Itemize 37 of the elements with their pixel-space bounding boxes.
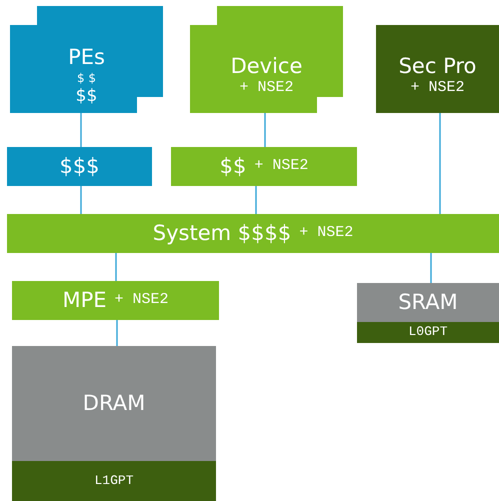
connector-line — [80, 113, 82, 147]
connector-line — [430, 253, 432, 283]
block-label: $$ — [220, 153, 246, 180]
block-label: PEs — [68, 44, 105, 70]
device-block — [190, 6, 343, 113]
connector-line — [115, 253, 117, 281]
dram-block — [12, 346, 216, 501]
table-band — [12, 461, 216, 501]
connector-line — [439, 113, 441, 214]
security-block — [376, 25, 499, 113]
connector-line — [255, 186, 257, 214]
block-label: System $$$$ — [152, 220, 292, 247]
block-label: Device — [230, 53, 302, 80]
connector-line — [116, 320, 118, 346]
block-sublabel: + NSE2 — [410, 78, 464, 98]
memory-engine-block — [12, 281, 219, 320]
cache-block — [171, 147, 357, 186]
block-label: Sec Pro — [398, 52, 476, 79]
block-label: L1GPT — [94, 472, 134, 490]
processor-block — [10, 6, 163, 113]
block-label: $$$ — [59, 153, 100, 180]
block-sublabel: + NSE2 — [114, 291, 169, 310]
block-sublabel: $ $ — [76, 70, 96, 86]
block-label: L0GPT — [408, 324, 448, 341]
system-cache-bar — [7, 214, 499, 253]
block-sublabel: $$ — [76, 86, 98, 107]
table-band — [357, 322, 499, 343]
block-sublabel: + NSE2 — [299, 224, 354, 243]
block-sublabel: + NSE2 — [254, 157, 308, 176]
cache-block — [7, 147, 152, 186]
connector-line — [80, 186, 82, 214]
connector-line — [264, 113, 266, 147]
sram-block — [357, 283, 499, 343]
block-sublabel: + NSE2 — [239, 79, 294, 98]
block-label: SRAM — [398, 289, 458, 316]
block-label: DRAM — [82, 390, 146, 417]
block-label: MPE — [62, 287, 107, 314]
